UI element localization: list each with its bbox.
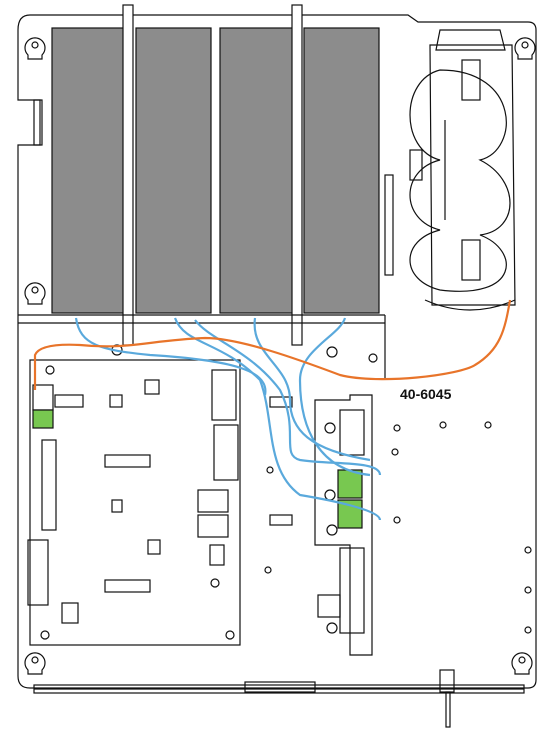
transformer-clamp [291, 4, 303, 346]
keyhole-mount [24, 282, 46, 305]
control-board [27, 359, 241, 646]
slot [269, 396, 293, 408]
connector [61, 602, 79, 624]
component [317, 594, 341, 618]
ic-chip [104, 579, 151, 593]
component [147, 539, 161, 555]
terminal-strip [339, 409, 365, 456]
plug-connector [197, 489, 229, 513]
blue-wires [74, 317, 382, 521]
header-connector [211, 369, 237, 421]
header-connector [213, 424, 239, 481]
transformer-core [303, 27, 380, 314]
orange-wire [33, 299, 512, 390]
green-connector [32, 409, 54, 429]
component [109, 394, 123, 408]
keyhole-mount [511, 652, 533, 675]
component [111, 499, 123, 513]
connector [209, 544, 225, 566]
transformer-bank [18, 4, 386, 380]
ribbon-connector [41, 439, 57, 531]
transformer-core [135, 27, 212, 314]
keyhole-mount [24, 37, 46, 60]
slot [269, 514, 293, 526]
terminal-block [27, 539, 49, 606]
transformer-clamp [122, 4, 134, 346]
battery-holder [409, 29, 516, 311]
part-number-label: 40-6045 [400, 386, 452, 402]
transformer-core [219, 27, 296, 314]
mounting-holes [111, 344, 532, 634]
mounting-rail [33, 669, 525, 728]
side-bracket [384, 174, 394, 276]
component [54, 394, 84, 408]
transformer-core [51, 27, 128, 314]
side-bracket [33, 99, 43, 146]
keyhole-mount [514, 37, 536, 60]
keyhole-mount [24, 652, 46, 675]
terminal-strip [339, 547, 365, 634]
enclosure-panel [17, 14, 537, 728]
ic-chip [104, 454, 151, 468]
terminal-board [314, 394, 373, 656]
plug-connector [197, 514, 229, 538]
component [144, 379, 160, 395]
green-connector [337, 469, 363, 499]
